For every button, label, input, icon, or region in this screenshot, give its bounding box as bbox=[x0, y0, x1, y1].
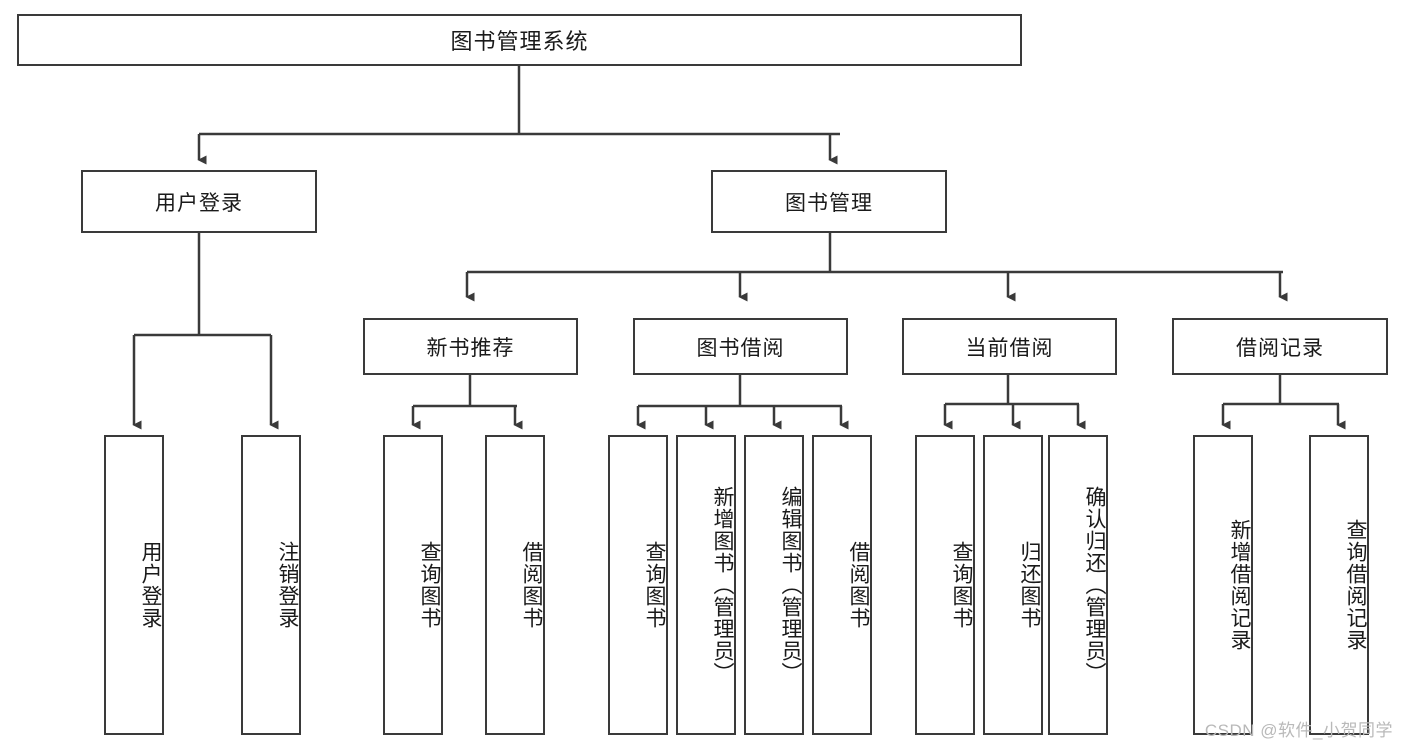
leaf-borrow-book-2[interactable]: 借阅图书 bbox=[812, 435, 872, 735]
leaf-borrow-book-1[interactable]: 借阅图书 bbox=[485, 435, 545, 735]
node-root-system[interactable]: 图书管理系统 bbox=[17, 14, 1022, 66]
node-new-book-recommend[interactable]: 新书推荐 bbox=[363, 318, 578, 375]
leaf-return-book[interactable]: 归还图书 bbox=[983, 435, 1043, 735]
node-user-login[interactable]: 用户登录 bbox=[81, 170, 317, 233]
csdn-watermark: CSDN @软件_小贺同学 bbox=[1204, 721, 1393, 740]
node-borrow-record[interactable]: 借阅记录 bbox=[1172, 318, 1388, 375]
leaf-edit-book[interactable]: 编辑图书（管理员） bbox=[744, 435, 804, 735]
leaf-user-logout[interactable]: 注销登录 bbox=[241, 435, 301, 735]
leaf-query-record[interactable]: 查询借阅记录 bbox=[1309, 435, 1369, 735]
leaf-add-record[interactable]: 新增借阅记录 bbox=[1193, 435, 1253, 735]
leaf-query-book-1[interactable]: 查询图书 bbox=[383, 435, 443, 735]
leaf-add-book[interactable]: 新增图书（管理员） bbox=[676, 435, 736, 735]
node-book-borrow[interactable]: 图书借阅 bbox=[633, 318, 848, 375]
leaf-query-book-2[interactable]: 查询图书 bbox=[608, 435, 668, 735]
node-book-management[interactable]: 图书管理 bbox=[711, 170, 947, 233]
leaf-user-login[interactable]: 用户登录 bbox=[104, 435, 164, 735]
leaf-query-book-3[interactable]: 查询图书 bbox=[915, 435, 975, 735]
leaf-confirm-return[interactable]: 确认归还（管理员） bbox=[1048, 435, 1108, 735]
node-current-borrow[interactable]: 当前借阅 bbox=[902, 318, 1117, 375]
